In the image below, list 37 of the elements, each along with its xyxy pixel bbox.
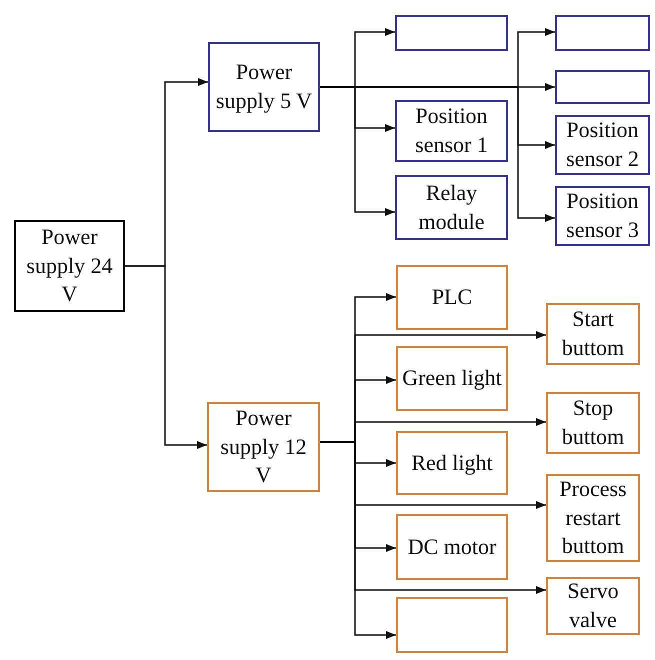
process-box	[14, 220, 125, 312]
process-box	[555, 186, 650, 246]
process-box	[546, 474, 640, 562]
box-label: Stop buttom	[560, 394, 626, 451]
empty-box	[555, 15, 650, 51]
box-label: Power supply 24 V	[25, 223, 114, 308]
box-label: Position sensor 3	[565, 187, 640, 244]
box-label: Position sensor 1	[414, 102, 489, 159]
process-box	[546, 303, 640, 365]
empty-box	[395, 15, 508, 51]
box-label: Green light	[402, 364, 502, 392]
box-label: DC motor	[408, 532, 496, 561]
arrow	[320, 86, 555, 222]
process-box	[396, 514, 508, 580]
process-box	[546, 392, 640, 454]
box-label: Start buttom	[560, 305, 626, 362]
box-label: Position sensor 2	[565, 116, 640, 173]
process-box	[546, 577, 640, 635]
process-box	[396, 265, 508, 330]
process-box	[396, 346, 508, 411]
empty-box	[555, 70, 650, 104]
process-box	[555, 115, 650, 175]
empty-box	[396, 597, 508, 653]
box-label: Power supply 5 V	[214, 58, 314, 115]
process-box	[395, 100, 508, 162]
arrow	[125, 265, 207, 449]
process-box	[208, 42, 320, 132]
box-label: Power supply 12 V	[219, 404, 308, 490]
box-label: PLC	[432, 283, 472, 312]
process-box	[207, 402, 320, 492]
box-label: Servo valve	[566, 577, 620, 634]
process-box	[395, 175, 508, 240]
box-label: Red light	[411, 448, 493, 477]
arrow	[320, 441, 396, 639]
box-label: Relay module	[418, 178, 486, 236]
process-box	[396, 431, 508, 495]
box-label: Process restart buttom	[558, 475, 628, 560]
